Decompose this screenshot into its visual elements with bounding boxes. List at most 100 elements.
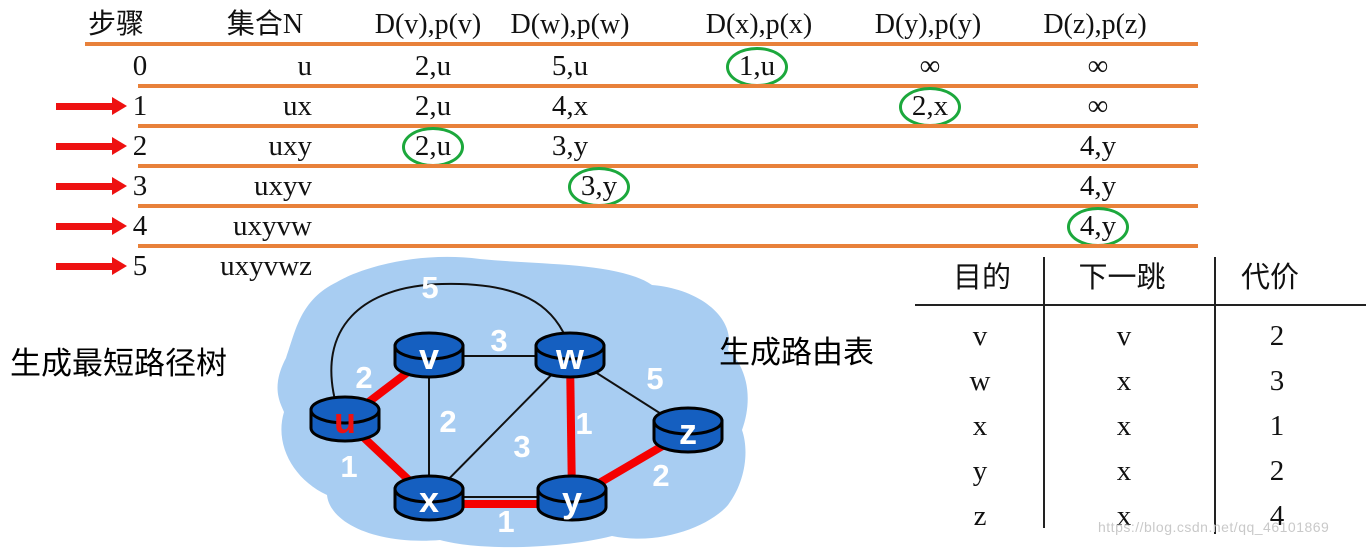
- edge-weight-u-v: 2: [355, 360, 372, 395]
- column-header: D(w),p(w): [510, 9, 630, 40]
- step-arrow-icon: [56, 217, 127, 235]
- dz-cell: 4,y: [1079, 170, 1117, 202]
- edge-x-w: [428, 355, 571, 500]
- routing-column-header: 代价: [1240, 262, 1299, 294]
- edge-weight-y-z: 2: [652, 458, 669, 493]
- step-cell: 4: [132, 210, 148, 242]
- node-label-x: x: [419, 479, 439, 520]
- row-divider-line: [138, 204, 1198, 208]
- set-n-cell: u: [297, 50, 313, 82]
- next-hop-cell: v: [1116, 320, 1132, 352]
- dx-cell: 1,u: [687, 46, 827, 87]
- edge-weight-x-y: 1: [497, 504, 514, 539]
- set-n-cell: uxyv: [254, 170, 312, 202]
- set-n-cell: ux: [283, 90, 312, 122]
- dest-cell: v: [972, 320, 988, 352]
- edge-weight-u-w: 5: [421, 270, 438, 305]
- edge-weight-w-y: 1: [575, 406, 592, 441]
- router-node-x-top: [393, 474, 465, 504]
- header-divider-line: [85, 42, 1198, 46]
- edge-weight-v-x: 2: [439, 404, 456, 439]
- node-label-y: y: [562, 479, 582, 520]
- dy-cell: ∞: [919, 50, 941, 82]
- router-node-v-top: [393, 331, 465, 361]
- router-node-y-top: [536, 474, 608, 504]
- min-value-circle: 2,x: [898, 87, 962, 127]
- dw-cell: 4,x: [551, 90, 589, 122]
- edge-weight-u-x: 1: [340, 449, 357, 484]
- dz-cell: 4,y: [1028, 206, 1168, 247]
- min-value-circle: 1,u: [725, 47, 789, 87]
- shortest-path-tree-caption: 生成最短路径树: [10, 346, 227, 381]
- router-node-u-top: [309, 395, 381, 425]
- step-cell: 1: [132, 90, 148, 122]
- step-arrow-icon: [56, 97, 127, 115]
- router-node-w-top: [534, 331, 606, 361]
- column-header: 集合N: [226, 9, 304, 40]
- edge-weight-w-z: 5: [646, 361, 663, 396]
- cost-cell: 3: [1269, 365, 1285, 397]
- next-hop-cell: x: [1116, 365, 1132, 397]
- min-value-circle: 2,u: [401, 127, 465, 167]
- column-header: D(x),p(x): [705, 9, 813, 40]
- next-hop-cell: x: [1116, 500, 1132, 532]
- edge-weight-v-w: 3: [490, 323, 507, 358]
- edge-weight-x-w: 3: [513, 429, 530, 464]
- routing-header-line: [915, 304, 1366, 306]
- dz-cell: ∞: [1087, 90, 1109, 122]
- set-n-cell: uxyvw: [233, 210, 312, 242]
- step-cell: 3: [132, 170, 148, 202]
- step-cell: 5: [132, 250, 148, 282]
- cost-cell: 4: [1269, 500, 1285, 532]
- row-divider-line: [138, 124, 1198, 128]
- step-arrow-icon: [56, 137, 127, 155]
- dz-cell: ∞: [1087, 50, 1109, 82]
- next-hop-cell: x: [1116, 410, 1132, 442]
- dv-cell: 2,u: [414, 90, 452, 122]
- routing-table-caption: 生成路由表: [719, 335, 874, 370]
- cost-cell: 2: [1269, 320, 1285, 352]
- dy-cell: 2,x: [860, 86, 1000, 127]
- dest-cell: z: [973, 500, 987, 532]
- node-label-u: u: [334, 400, 356, 441]
- row-divider-line: [138, 244, 1198, 248]
- node-label-v: v: [419, 336, 439, 377]
- dest-cell: y: [972, 455, 988, 487]
- dest-cell: w: [969, 365, 991, 397]
- routing-column-header: 目的: [952, 262, 1011, 294]
- step-arrow-icon: [56, 177, 127, 195]
- step-arrow-icon: [56, 257, 127, 275]
- column-header: D(v),p(v): [374, 9, 482, 40]
- watermark-text: https://blog.csdn.net/qq_46101869: [1098, 519, 1330, 535]
- routing-divider-2: [1214, 257, 1216, 534]
- cost-cell: 2: [1269, 455, 1285, 487]
- routing-divider-1: [1043, 257, 1045, 528]
- set-n-cell: uxy: [268, 130, 313, 162]
- dv-cell: 2,u: [363, 126, 503, 167]
- edge-u-w: [330, 282, 567, 405]
- step-cell: 0: [132, 50, 148, 82]
- row-divider-line: [138, 84, 1198, 88]
- dw-cell: 3,y: [529, 166, 669, 207]
- next-hop-cell: x: [1116, 455, 1132, 487]
- column-header: 步骤: [87, 9, 144, 40]
- row-divider-line: [138, 164, 1198, 168]
- column-header: D(z),p(z): [1043, 9, 1147, 40]
- set-n-cell: uxyvwz: [220, 250, 312, 282]
- dest-cell: x: [972, 410, 988, 442]
- dv-cell: 2,u: [414, 50, 452, 82]
- node-label-z: z: [679, 411, 697, 452]
- column-header: D(y),p(y): [874, 9, 982, 40]
- dz-cell: 4,y: [1079, 130, 1117, 162]
- dw-cell: 3,y: [551, 130, 589, 162]
- routing-column-header: 下一跳: [1078, 262, 1166, 294]
- min-value-circle: 4,y: [1066, 207, 1130, 247]
- min-value-circle: 3,y: [567, 167, 631, 207]
- dw-cell: 5,u: [551, 50, 589, 82]
- cost-cell: 1: [1269, 410, 1285, 442]
- router-node-z-top: [652, 406, 724, 436]
- node-label-w: w: [555, 336, 585, 377]
- network-cloud: [277, 256, 748, 548]
